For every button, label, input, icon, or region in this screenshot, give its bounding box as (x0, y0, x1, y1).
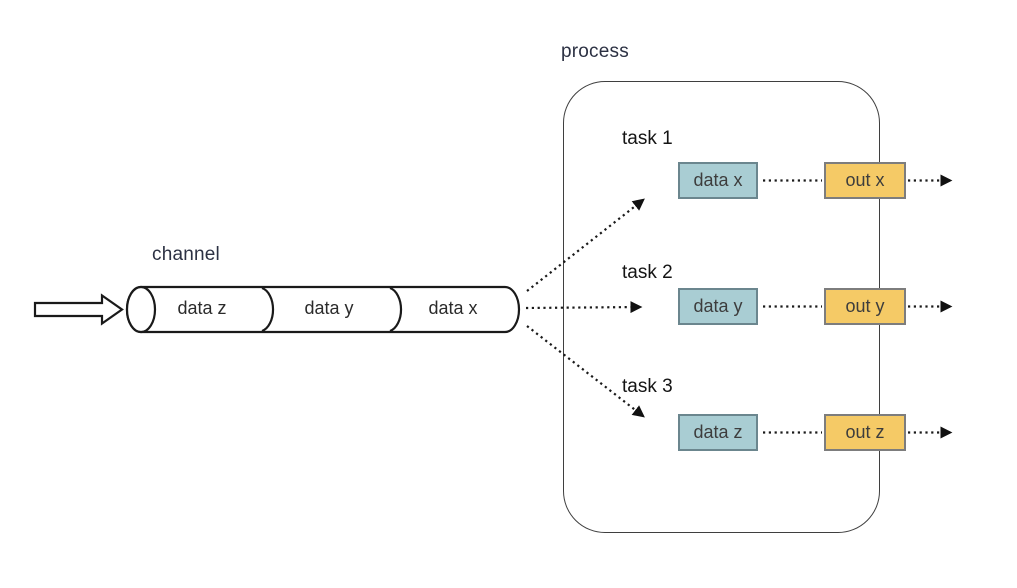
fan-arrow-to-task3 (526, 325, 645, 418)
task1-out-box: out x (824, 162, 906, 199)
fan-arrow-to-task2 (525, 301, 643, 314)
channel-segment-data-z: data z (177, 298, 227, 318)
channel-label: channel (152, 244, 220, 265)
task2-data-box: data y (678, 288, 758, 325)
channel-segment-data-y: data y (304, 298, 354, 318)
task3-out-box-text: out z (845, 422, 885, 442)
task3-data-box: data z (678, 414, 758, 451)
task1-data-box-text: data x (693, 170, 743, 190)
task3-data-box-text: data z (693, 422, 743, 442)
task1-label: task 1 (622, 128, 673, 149)
task3-label: task 3 (622, 376, 673, 397)
task1-out-box-text: out x (845, 170, 885, 190)
task2-data-box-text: data y (693, 296, 743, 316)
process-label: process (561, 41, 629, 62)
channel-input-arrow-icon (33, 293, 124, 326)
task2-label: task 2 (622, 262, 673, 283)
task1-data-box: data x (678, 162, 758, 199)
task2-out-box: out y (824, 288, 906, 325)
task3-out-box: out z (824, 414, 906, 451)
task2-out-box-text: out y (845, 296, 885, 316)
channel-segment-separator-2 (389, 286, 403, 333)
fan-arrow-to-task1 (526, 198, 645, 292)
channel-segment-data-x: data x (428, 298, 478, 318)
channel-segment-separator-1 (261, 286, 275, 333)
channel-cylinder-left-cap (125, 285, 157, 334)
